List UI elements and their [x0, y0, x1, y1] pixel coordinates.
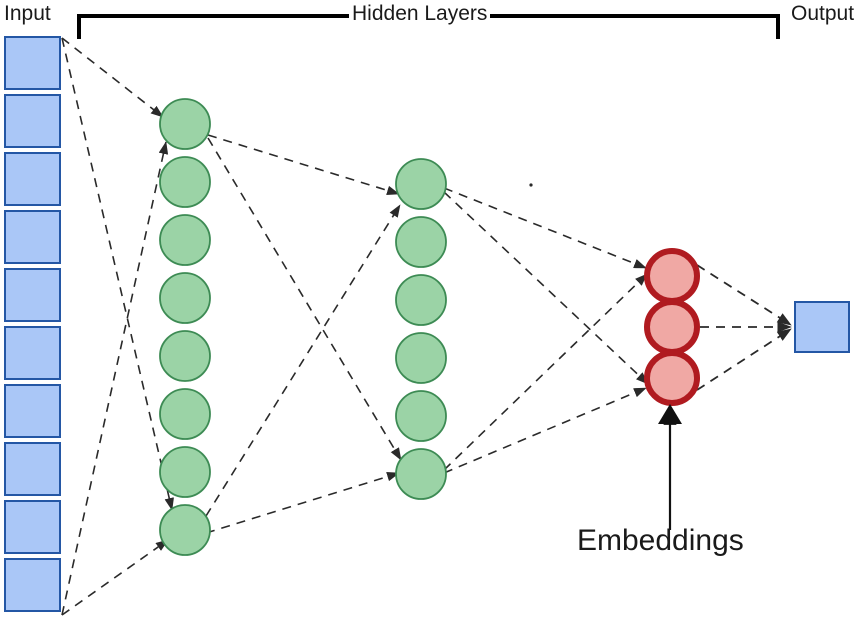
input-node[interactable]: [4, 442, 61, 496]
connections-hidden2-to-embeddings: [443, 187, 649, 474]
input-node[interactable]: [4, 268, 61, 322]
hidden-layer-2: [395, 158, 447, 500]
embedding-node[interactable]: [644, 299, 700, 355]
embedding-layer: [644, 248, 700, 406]
connections-input-to-hidden1: [61, 37, 174, 616]
hidden-node[interactable]: [159, 388, 211, 440]
hidden-node[interactable]: [159, 156, 211, 208]
input-node[interactable]: [4, 558, 61, 612]
input-node[interactable]: [4, 36, 61, 90]
input-node[interactable]: [4, 500, 61, 554]
hidden-node[interactable]: [395, 332, 447, 384]
hidden-node[interactable]: [159, 504, 211, 556]
hidden-node[interactable]: [159, 272, 211, 324]
hidden-node[interactable]: [395, 448, 447, 500]
input-node[interactable]: [4, 152, 61, 206]
input-node[interactable]: [4, 384, 61, 438]
hidden-node[interactable]: [159, 446, 211, 498]
hidden-node[interactable]: [159, 214, 211, 266]
output-label: Output: [791, 2, 855, 25]
hidden-node[interactable]: [395, 216, 447, 268]
hidden-node[interactable]: [159, 98, 211, 150]
hidden-layer-1: [159, 98, 211, 556]
hidden-node[interactable]: [395, 390, 447, 442]
input-label: Input: [4, 2, 51, 25]
stray-dot-artifact: [529, 183, 533, 187]
input-node[interactable]: [4, 326, 61, 380]
connections-embeddings-to-output: [696, 264, 792, 391]
hidden-node[interactable]: [395, 158, 447, 210]
input-node[interactable]: [4, 94, 61, 148]
connections-hidden1-to-hidden2: [205, 134, 402, 534]
input-node[interactable]: [4, 210, 61, 264]
hidden-node[interactable]: [395, 274, 447, 326]
output-node[interactable]: [794, 301, 850, 353]
embedding-node[interactable]: [644, 350, 700, 406]
embeddings-callout-arrow: [658, 404, 682, 530]
embeddings-label: Embeddings: [577, 524, 744, 557]
embedding-node[interactable]: [644, 248, 700, 304]
hidden-layers-label: Hidden Layers: [349, 2, 491, 26]
output-layer: [794, 301, 850, 353]
input-layer: [4, 36, 61, 612]
hidden-node[interactable]: [159, 330, 211, 382]
